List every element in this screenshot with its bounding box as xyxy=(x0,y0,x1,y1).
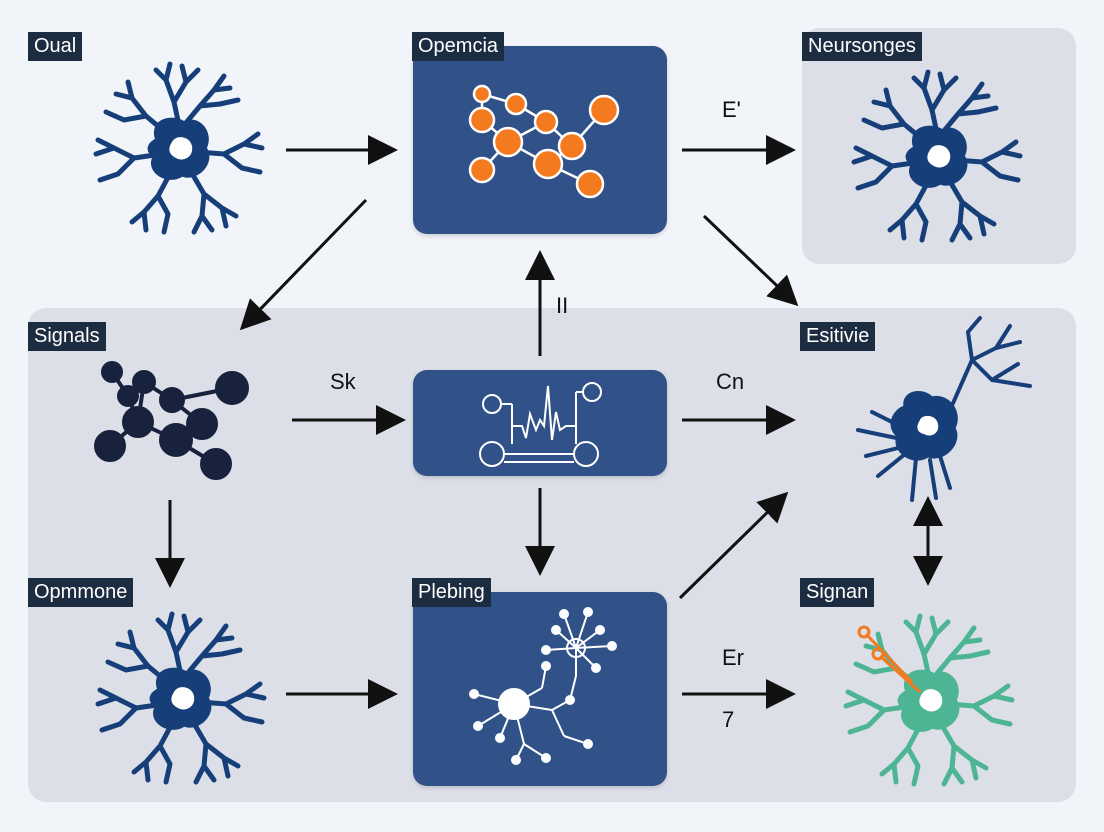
edge-label-e-prime: E' xyxy=(722,97,741,122)
opemcia-molecule-icon xyxy=(468,84,620,199)
opmmone-neuron-icon xyxy=(98,614,264,782)
label-signals: Signals xyxy=(28,322,106,351)
arrow-opemcia-to-signals xyxy=(239,198,368,331)
signals-molecule-icon xyxy=(94,361,249,480)
arrow-plebing-to-estivie xyxy=(678,491,789,600)
edge-label-seven: 7 xyxy=(722,707,735,732)
edge-label-sk: Sk xyxy=(330,369,356,394)
label-opmmone: Opmmone xyxy=(28,578,134,607)
arrow-opemcia-to-estivie xyxy=(702,214,799,307)
label-estivie: Esitivie xyxy=(800,322,876,351)
label-opemcia: Opemcia xyxy=(412,32,505,61)
edge-label-cn: Cn xyxy=(716,369,745,394)
label-plebing: Plebing xyxy=(412,578,491,607)
opemcia-box xyxy=(413,46,667,234)
label-signan: Signan xyxy=(800,578,875,607)
plebing-neural-network-icon xyxy=(469,607,617,765)
oual-neuron-icon xyxy=(96,64,262,232)
neursonges-neuron-icon xyxy=(854,72,1020,240)
signan-probe-icon xyxy=(857,625,922,694)
edge-label-ii: II xyxy=(556,293,569,318)
label-oual: Oual xyxy=(28,32,83,61)
edge-label-er: Er xyxy=(722,645,744,670)
estivie-damaged-neuron-icon xyxy=(856,316,1032,502)
center-signal-box xyxy=(413,370,667,476)
center-signal-waveform-icon xyxy=(479,382,602,467)
signan-neuron-icon xyxy=(846,616,1012,784)
label-neursonges: Neursonges xyxy=(802,32,922,61)
